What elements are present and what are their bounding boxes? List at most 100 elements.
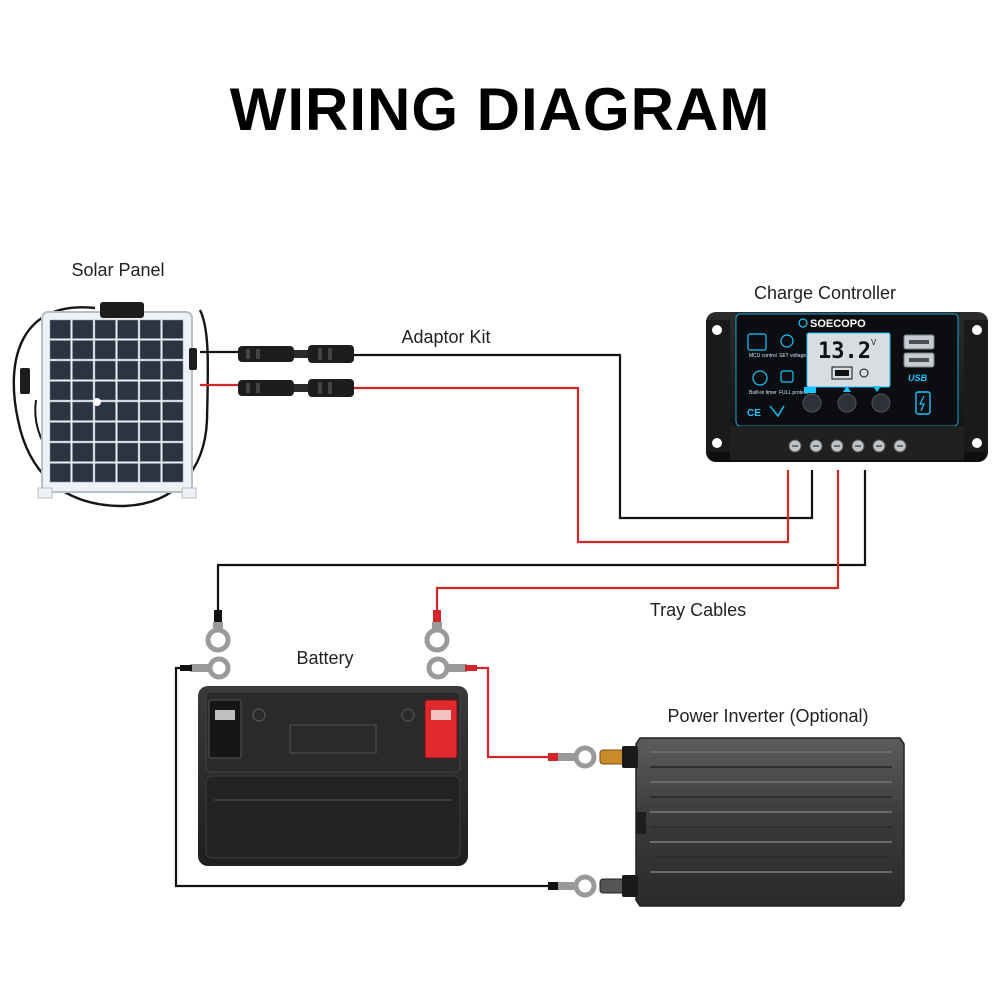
inverter-positive-wire bbox=[472, 666, 555, 759]
solar-cell bbox=[49, 401, 71, 421]
terminal-strip bbox=[730, 426, 964, 460]
set-button-label: SET voltage bbox=[779, 353, 806, 359]
solar-panel bbox=[12, 302, 210, 508]
solar-cell bbox=[49, 319, 71, 339]
solar-cell bbox=[49, 442, 71, 462]
inverter-negative-post bbox=[599, 878, 625, 894]
solar-cell bbox=[94, 360, 116, 380]
solar-cell bbox=[139, 442, 161, 462]
inverter-positive-post bbox=[599, 749, 625, 765]
solar-cell bbox=[72, 463, 94, 483]
ring-terminals bbox=[180, 610, 597, 898]
lcd-voltage: 13.2 bbox=[818, 339, 871, 364]
solar-cell bbox=[49, 360, 71, 380]
rohs-icon bbox=[769, 405, 785, 418]
power-inverter bbox=[599, 737, 905, 907]
clock-icon bbox=[752, 370, 768, 386]
lcd-battery-icon bbox=[831, 366, 853, 380]
up-knob[interactable] bbox=[837, 393, 857, 413]
solar-cell bbox=[117, 381, 139, 401]
inverter-body bbox=[635, 737, 905, 907]
battery-negative-post bbox=[208, 699, 242, 759]
solar-cell bbox=[94, 401, 116, 421]
mcu-button-label: MCU control bbox=[749, 353, 777, 359]
lcd-display bbox=[806, 332, 891, 388]
solar-cell bbox=[72, 401, 94, 421]
solar-cell bbox=[139, 360, 161, 380]
charge-controller: SOECOPO MCU control SET voltage Built-in… bbox=[706, 312, 988, 462]
solar-cell bbox=[162, 442, 184, 462]
solar-cell bbox=[139, 319, 161, 339]
power-inverter-label: Power Inverter (Optional) bbox=[667, 706, 868, 726]
ring-terminal-inverter-negative bbox=[573, 874, 597, 898]
pv-positive-wire bbox=[352, 386, 790, 544]
inverter-switch[interactable] bbox=[636, 812, 646, 834]
terminal-screws bbox=[788, 439, 907, 453]
lcd-unit: V bbox=[871, 338, 877, 347]
solar-cell bbox=[162, 401, 184, 421]
battery-positive-tray-wire bbox=[435, 470, 840, 612]
solar-cell bbox=[139, 463, 161, 483]
solar-cell bbox=[162, 381, 184, 401]
solar-cell bbox=[117, 360, 139, 380]
solar-cell bbox=[117, 401, 139, 421]
menu-knob[interactable] bbox=[802, 393, 822, 413]
solar-cell bbox=[117, 442, 139, 462]
plus-icon bbox=[401, 708, 415, 722]
solar-cell bbox=[139, 422, 161, 442]
solar-cell bbox=[139, 401, 161, 421]
timer-label: Built-in timer bbox=[749, 390, 777, 396]
solar-cell bbox=[117, 319, 139, 339]
up-arrow-icon bbox=[843, 386, 851, 392]
mcu-button[interactable] bbox=[747, 333, 767, 351]
protect-label: FULL protect bbox=[779, 390, 808, 396]
solar-cell bbox=[72, 442, 94, 462]
solar-cell bbox=[139, 340, 161, 360]
lcd-bulb-icon bbox=[859, 368, 869, 378]
battery-label: Battery bbox=[296, 648, 353, 668]
ring-terminal-battery-positive bbox=[426, 656, 450, 680]
solar-cell bbox=[162, 463, 184, 483]
down-knob[interactable] bbox=[871, 393, 891, 413]
solar-cell bbox=[117, 340, 139, 360]
solar-cell bbox=[139, 381, 161, 401]
charge-controller-label: Charge Controller bbox=[754, 283, 896, 303]
solar-cell bbox=[49, 463, 71, 483]
solar-cell bbox=[94, 422, 116, 442]
ce-mark: CE bbox=[747, 408, 761, 419]
mc4-male-positive bbox=[238, 380, 294, 396]
ring-terminal-ctrl-negative bbox=[205, 627, 231, 653]
tray-cables-label: Tray Cables bbox=[650, 600, 746, 620]
solar-cell bbox=[162, 340, 184, 360]
controller-brand: SOECOPO bbox=[810, 318, 866, 330]
battery-negative-tray-wire bbox=[216, 470, 867, 612]
mc4-male-negative bbox=[238, 346, 294, 362]
solar-cell bbox=[49, 381, 71, 401]
inverter-fins bbox=[650, 751, 892, 888]
solar-cell bbox=[94, 442, 116, 462]
lock-icon bbox=[780, 370, 794, 383]
minus-icon bbox=[252, 708, 266, 722]
solar-cell bbox=[72, 319, 94, 339]
page-title: WIRING DIAGRAM bbox=[230, 76, 771, 143]
battery-label-plate bbox=[289, 724, 377, 754]
solar-cell bbox=[162, 319, 184, 339]
solar-cell bbox=[94, 340, 116, 360]
adaptor-kit-label: Adaptor Kit bbox=[401, 327, 490, 347]
solar-cells bbox=[49, 319, 184, 483]
pv-negative-wire bbox=[352, 353, 814, 520]
solar-cell bbox=[72, 381, 94, 401]
brand-logo-icon bbox=[798, 318, 808, 328]
junction-box bbox=[100, 302, 144, 318]
adaptor-kit bbox=[200, 345, 354, 397]
battery bbox=[198, 686, 468, 866]
battery-positive-post bbox=[424, 699, 458, 759]
solar-cell bbox=[49, 340, 71, 360]
solar-panel-label: Solar Panel bbox=[71, 260, 164, 280]
sun-icon bbox=[780, 334, 794, 348]
solar-cell bbox=[72, 360, 94, 380]
solar-cell bbox=[49, 422, 71, 442]
solar-cell bbox=[162, 360, 184, 380]
solar-cell bbox=[94, 319, 116, 339]
